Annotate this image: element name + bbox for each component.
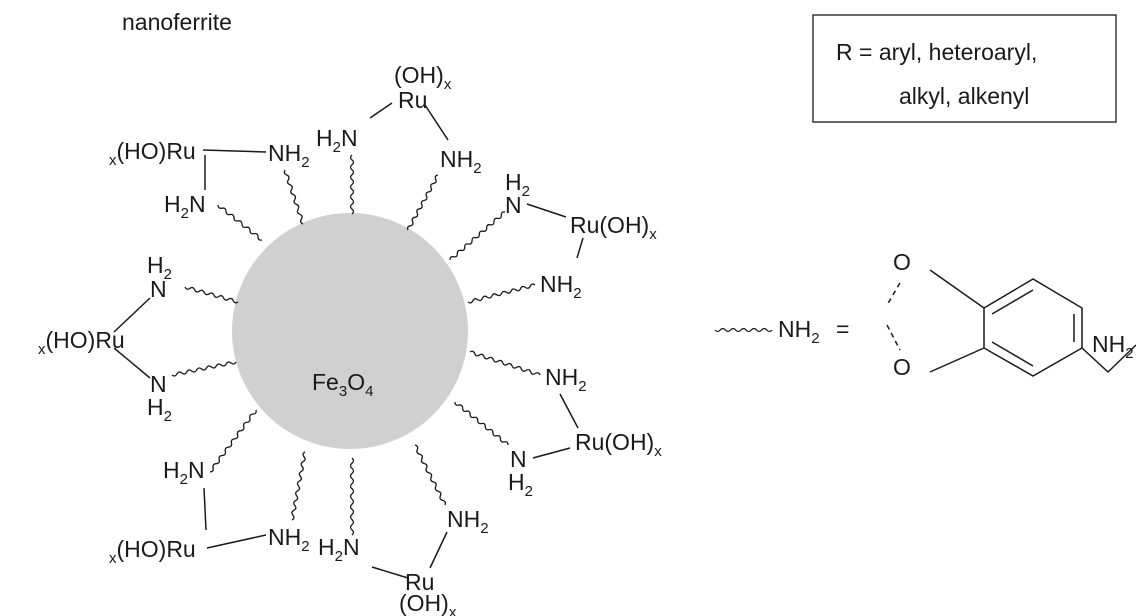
- label-n-righttop: N: [505, 192, 522, 218]
- ligand-bonds: [113, 102, 584, 579]
- label-h2n-topleft: H2N: [164, 191, 206, 222]
- wavy-linkers: [171, 154, 773, 536]
- wavy-linker: [469, 350, 541, 376]
- label-h2n-top: H2N: [316, 125, 358, 156]
- wavy-linker: [291, 451, 306, 521]
- wavy-linker: [449, 211, 506, 261]
- label-n-left-bottom: N: [150, 371, 167, 397]
- label-nh2-righttop: NH2: [540, 271, 582, 302]
- catechol-amine-structure: [886, 269, 1136, 377]
- wavy-linker: [349, 457, 355, 536]
- wavy-linker: [349, 154, 355, 215]
- fe3o4-core: [232, 213, 468, 449]
- label-h2-left-top: H2: [147, 252, 172, 283]
- wavy-linker: [184, 286, 239, 304]
- wavy-linker: [406, 174, 439, 231]
- label-o-bottom: O: [893, 354, 911, 380]
- label-h2-left-bottom: H2: [147, 394, 172, 425]
- wavy-linker: [171, 361, 237, 377]
- label-nh2-topleft: NH2: [268, 140, 310, 171]
- label-nh2-top: NH2: [440, 146, 482, 177]
- label-ho-ru-topleft: x(HO)Ru: [109, 138, 196, 169]
- label-nh2-bottomleft: NH2: [268, 524, 310, 555]
- label-h2-rightbottom: H2: [508, 469, 533, 500]
- label-nh2-terminal: NH2: [1092, 331, 1134, 362]
- legend-line-2: alkyl, alkenyl: [899, 83, 1029, 109]
- label-nh2-rightbottom: NH2: [545, 364, 587, 395]
- wavy-linker: [217, 204, 263, 241]
- core-label: Fe3O4: [312, 369, 373, 400]
- wavy-linker: [209, 409, 257, 473]
- label-nh2-legend: NH2: [778, 316, 820, 347]
- label-n-rightbottom: N: [510, 446, 527, 472]
- label-ru-oh-rightbottom: Ru(OH)x: [575, 429, 662, 460]
- label-o-top: O: [893, 249, 911, 275]
- label-n-left-top: N: [150, 276, 167, 302]
- label-ho-ru-bottomleft: x(HO)Ru: [109, 536, 196, 567]
- label-equals: =: [836, 316, 849, 342]
- label-ru-top: Ru: [398, 87, 427, 113]
- wavy-linker: [467, 283, 536, 304]
- label-h2n-bottomleft: H2N: [163, 457, 205, 488]
- wavy-linker: [414, 444, 447, 506]
- label-h2-righttop: H2: [505, 169, 530, 200]
- diagram-title: nanoferrite: [122, 9, 232, 35]
- label-ru-oh-righttop: Ru(OH)x: [570, 212, 657, 243]
- label-nh2-bottom: NH2: [447, 506, 489, 537]
- label-h2n-bottom: H2N: [318, 534, 360, 565]
- wavy-linker: [454, 401, 509, 446]
- label-ru-bottom: Ru: [405, 569, 434, 595]
- label-oh-top: (OH)x: [394, 62, 452, 93]
- legend-box: [812, 14, 1117, 123]
- label-oh-bottom: (OH)x: [399, 590, 457, 616]
- label-ho-ru-left: x(HO)Ru: [38, 327, 125, 358]
- legend-line-1: R = aryl, heteroaryl,: [836, 39, 1037, 65]
- wavy-linker-legend: [714, 327, 773, 333]
- wavy-linker: [283, 169, 304, 225]
